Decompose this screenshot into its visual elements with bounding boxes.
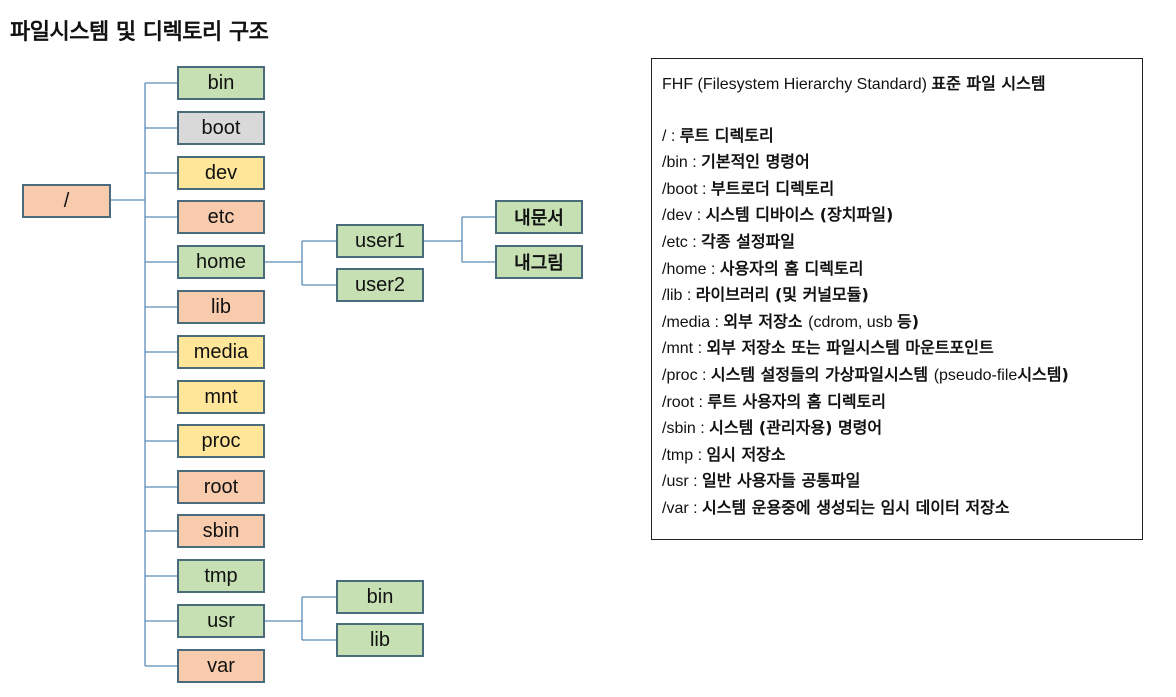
dir-user1-node[interactable]: user1 [336,224,424,258]
dir-my-documents-node[interactable]: 내문서 [495,200,583,234]
fhs-path: /usr : [662,473,703,491]
fhs-desc2: 시스템) [1017,364,1069,384]
fhs-row: /media : 외부 저장소 (cdrom, usb 등) [662,309,1132,336]
dir-user2-node[interactable]: user2 [336,268,424,302]
dir-my-pictures-node[interactable]: 내그림 [495,245,583,279]
fhs-desc: 일반 사용자들 공통파일 [702,471,861,491]
fhs-desc: 각종 설정파일 [701,231,796,251]
fhs-header-bold: 표준 파일 시스템 [931,74,1046,93]
dir-var-node[interactable]: var [177,649,265,683]
fhs-path: /proc : [662,366,711,384]
dir-tmp-node[interactable]: tmp [177,559,265,593]
dir-lib-node[interactable]: lib [177,290,265,324]
fhs-path: /bin : [662,154,702,172]
dir-media-node[interactable]: media [177,335,265,369]
fhs-desc: 라이브러리 (및 커널모듈) [695,285,869,305]
dir-usr-node[interactable]: usr [177,604,265,638]
fhs-row: /boot : 부트로더 디렉토리 [662,176,1132,203]
fhs-desc: 시스템 디바이스 (장치파일) [705,205,894,225]
fhs-path: /media : [662,313,724,331]
fhs-path: /home : [662,260,720,278]
fhs-desc: 외부 저장소 [723,311,809,331]
fhs-row: /sbin : 시스템 (관리자용) 명령어 [662,415,1132,442]
fhs-row: /proc : 시스템 설정들의 가상파일시스템 (pseudo-file시스템… [662,362,1132,389]
fhs-path: /dev : [662,207,706,225]
fhs-desc: 루트 디렉토리 [679,125,774,145]
dir-home-node[interactable]: home [177,245,265,279]
fhs-row: /home : 사용자의 홈 디렉토리 [662,256,1132,283]
fhs-extra: (pseudo-file [933,366,1018,384]
fhs-path: / : [662,127,680,145]
fhs-row: /etc : 각종 설정파일 [662,229,1132,256]
fhs-row: /mnt : 외부 저장소 또는 파일시스템 마운트포인트 [662,335,1132,362]
dir-bin-node[interactable]: bin [177,66,265,100]
dir-proc-node[interactable]: proc [177,424,265,458]
fhs-row: /dev : 시스템 디바이스 (장치파일) [662,202,1132,229]
fhs-desc: 기본적인 명령어 [701,152,810,172]
fhs-path: /tmp : [662,446,707,464]
fhs-desc: 루트 사용자의 홈 디렉토리 [707,391,886,411]
fhs-row: /var : 시스템 운용중에 생성되는 임시 데이터 저장소 [662,495,1132,522]
dir-sbin-node[interactable]: sbin [177,514,265,548]
fhs-path: /mnt : [662,340,707,358]
fhs-row: /root : 루트 사용자의 홈 디렉토리 [662,389,1132,416]
fhs-desc: 임시 저장소 [706,444,786,464]
fhs-path: /etc : [662,233,702,251]
fhs-row: /lib : 라이브러리 (및 커널모듈) [662,282,1132,309]
fhs-row: /usr : 일반 사용자들 공통파일 [662,468,1132,495]
dir-dev-node[interactable]: dev [177,156,265,190]
fhs-path: /var : [662,499,703,517]
dir-root-node[interactable]: / [22,184,111,218]
fhs-desc: 외부 저장소 또는 파일시스템 마운트포인트 [706,338,994,358]
fhs-desc2: 등) [897,311,920,331]
page-title: 파일시스템 및 디렉토리 구조 [10,20,269,45]
fhs-row: / : 루트 디렉토리 [662,123,1132,150]
dir-mnt-node[interactable]: mnt [177,380,265,414]
fhs-desc: 부트로더 디렉토리 [710,178,835,198]
fhs-header: FHF (Filesystem Hierarchy Standard) 표준 파… [662,71,1132,98]
fhs-desc: 시스템 (관리자용) 명령어 [709,418,883,438]
fhs-row: /tmp : 임시 저장소 [662,442,1132,469]
fhs-header-plain: FHF (Filesystem Hierarchy Standard) [662,76,932,93]
dir-usr-bin-node[interactable]: bin [336,580,424,614]
fhs-desc: 사용자의 홈 디렉토리 [719,258,864,278]
fhs-path: /boot : [662,180,711,198]
fhs-row: /bin : 기본적인 명령어 [662,149,1132,176]
fhs-desc: 시스템 운용중에 생성되는 임시 데이터 저장소 [702,497,1010,517]
fhs-description-box: FHF (Filesystem Hierarchy Standard) 표준 파… [651,58,1143,540]
dir-usr-lib-node[interactable]: lib [336,623,424,657]
fhs-path: /lib : [662,287,696,305]
fhs-extra: (cdrom, usb [808,313,898,331]
dir-boot-node[interactable]: boot [177,111,265,145]
fhs-desc: 시스템 설정들의 가상파일시스템 [710,364,934,384]
dir-etc-node[interactable]: etc [177,200,265,234]
fhs-path: /sbin : [662,420,710,438]
fhs-path: /root : [662,393,708,411]
dir-rootdir-node[interactable]: root [177,470,265,504]
